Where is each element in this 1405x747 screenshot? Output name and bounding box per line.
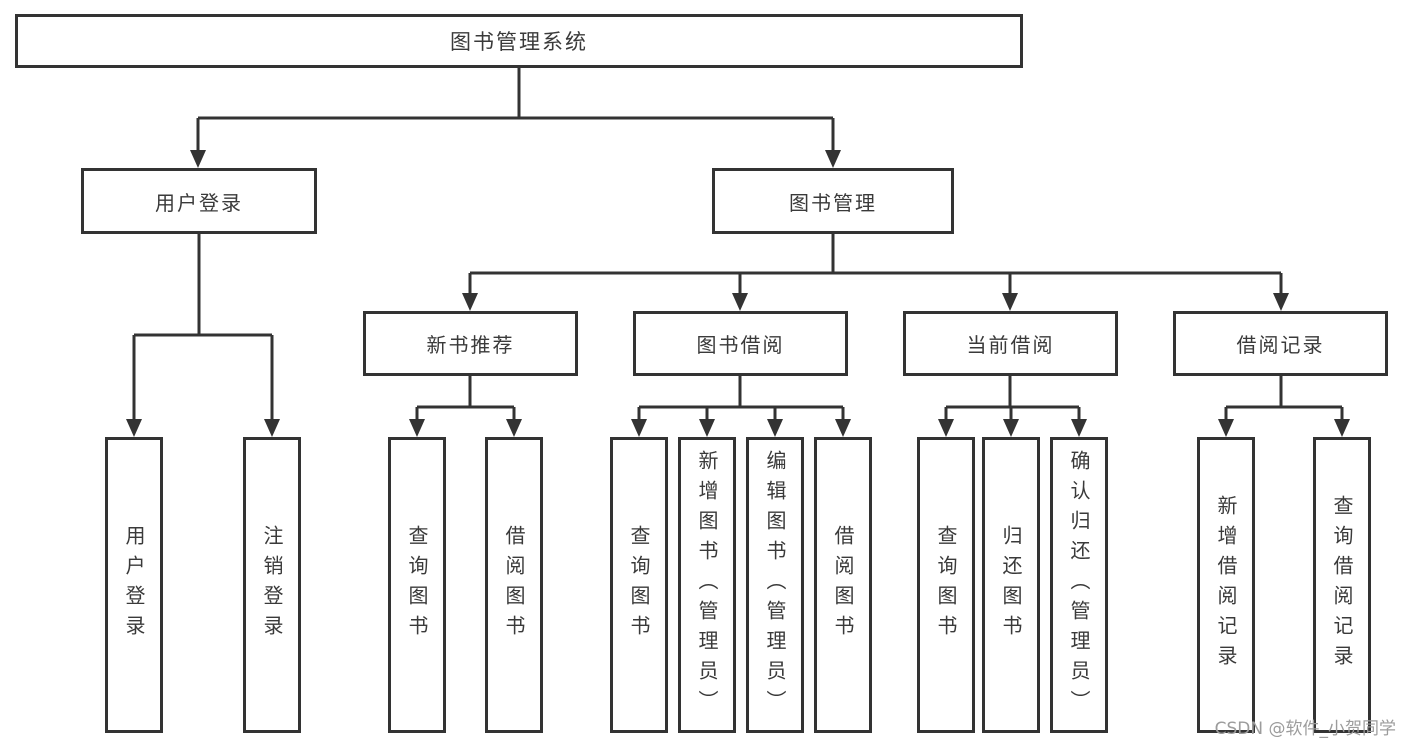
leaf-cb-confirm-return-admin: 确认归还（管理员） bbox=[1050, 437, 1108, 733]
node-book-borrowing: 图书借阅 bbox=[633, 311, 848, 376]
node-label: 查询借阅记录 bbox=[1330, 495, 1354, 675]
leaf-bb-add-books-admin: 新增图书（管理员） bbox=[678, 437, 736, 733]
node-new-book-recommend: 新书推荐 bbox=[363, 311, 578, 376]
node-book-management: 图书管理 bbox=[712, 168, 954, 234]
leaf-br-query-record: 查询借阅记录 bbox=[1313, 437, 1371, 733]
csdn-watermark: CSDN @软件_小贺同学 bbox=[1214, 719, 1396, 739]
leaf-br-add-record: 新增借阅记录 bbox=[1197, 437, 1255, 733]
node-label: 查询图书 bbox=[627, 525, 651, 645]
node-current-borrowing: 当前借阅 bbox=[903, 311, 1118, 376]
node-label: 新增图书（管理员） bbox=[695, 450, 719, 720]
node-label: 查询图书 bbox=[405, 525, 429, 645]
node-label: 当前借阅 bbox=[966, 333, 1055, 357]
leaf-cb-return-books: 归还图书 bbox=[982, 437, 1040, 733]
connector-borrow-records-branch bbox=[1218, 376, 1350, 437]
node-label: 新增借阅记录 bbox=[1214, 495, 1238, 675]
node-label: 借阅记录 bbox=[1236, 333, 1325, 357]
node-borrow-records: 借阅记录 bbox=[1173, 311, 1388, 376]
node-label: 归还图书 bbox=[999, 525, 1023, 645]
connector-user-login-branch bbox=[126, 234, 280, 437]
connector-current-borrowing-branch bbox=[938, 376, 1087, 437]
node-label: 借阅图书 bbox=[502, 525, 526, 645]
node-library-management-system: 图书管理系统 bbox=[15, 14, 1023, 68]
leaf-bb-query-books: 查询图书 bbox=[610, 437, 668, 733]
leaf-bb-edit-books-admin: 编辑图书（管理员） bbox=[746, 437, 804, 733]
node-label: 确认归还（管理员） bbox=[1067, 450, 1091, 720]
node-label: 用户登录 bbox=[122, 525, 146, 645]
node-label: 用户登录 bbox=[155, 190, 243, 215]
leaf-nb-borrow-books: 借阅图书 bbox=[485, 437, 543, 733]
leaf-logout: 注销登录 bbox=[243, 437, 301, 733]
connector-book-management-branch bbox=[462, 234, 1289, 311]
node-label: 查询图书 bbox=[934, 525, 958, 645]
leaf-cb-query-books: 查询图书 bbox=[917, 437, 975, 733]
node-label: 图书借阅 bbox=[696, 333, 785, 357]
connector-book-borrowing-branch bbox=[631, 376, 851, 437]
connector-new-book-recommend-branch bbox=[409, 376, 522, 437]
connector-root-branch bbox=[190, 68, 841, 168]
node-label: 新书推荐 bbox=[426, 333, 515, 357]
node-label: 借阅图书 bbox=[831, 525, 855, 645]
node-user-login: 用户登录 bbox=[81, 168, 317, 234]
node-label: 编辑图书（管理员） bbox=[763, 450, 787, 720]
leaf-nb-query-books: 查询图书 bbox=[388, 437, 446, 733]
node-label: 图书管理 bbox=[789, 190, 877, 215]
node-label: 注销登录 bbox=[260, 525, 284, 645]
node-label: 图书管理系统 bbox=[450, 30, 588, 54]
leaf-user-login: 用户登录 bbox=[105, 437, 163, 733]
leaf-bb-borrow-books: 借阅图书 bbox=[814, 437, 872, 733]
